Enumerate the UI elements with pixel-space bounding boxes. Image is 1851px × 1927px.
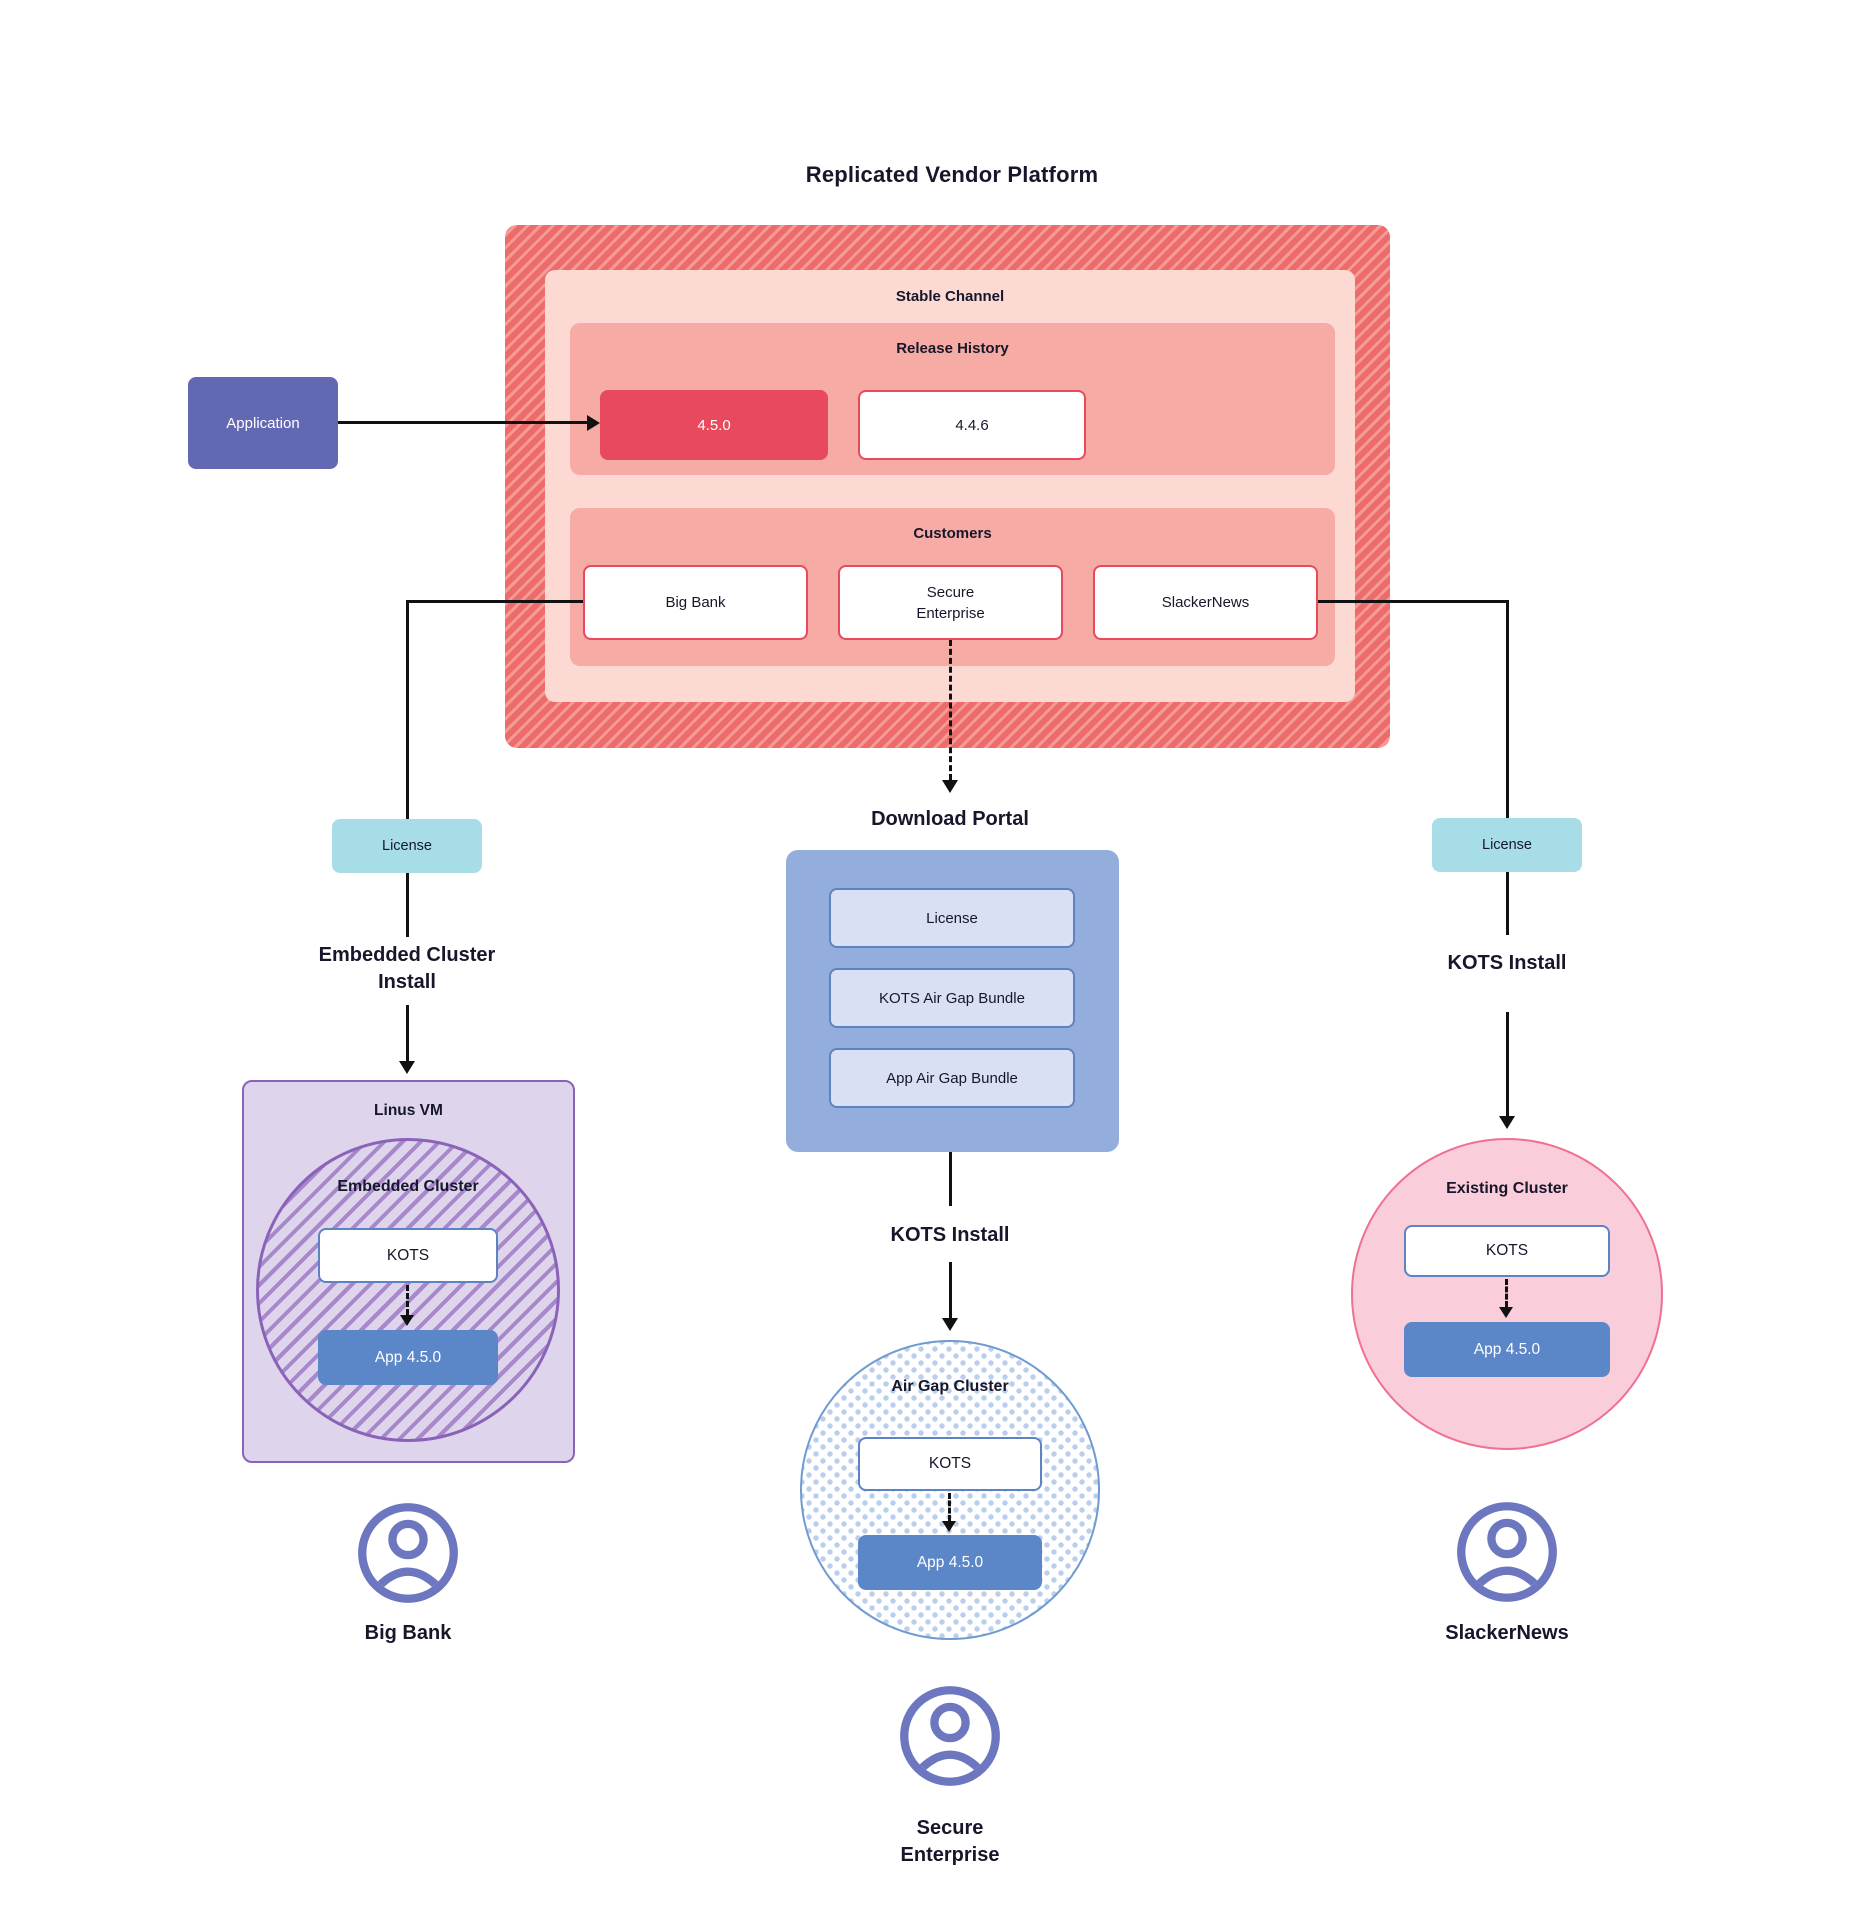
connector-license-install-left (406, 873, 409, 937)
connector-slackernews-right (1318, 600, 1508, 603)
application-box: Application (188, 377, 338, 469)
connector-kots-app-embedded (406, 1285, 409, 1315)
user-icon (356, 1501, 460, 1605)
release-version-current: 4.5.0 (600, 390, 828, 460)
customers-label: Customers (913, 525, 992, 542)
connector-secure-portal-dashed (949, 640, 952, 780)
airgap-cluster-label: Air Gap Cluster (891, 1378, 1009, 1395)
connector-portal-install (949, 1152, 952, 1206)
customer-secure-enterprise-label: Secure Enterprise (916, 583, 985, 622)
arrowhead-secure-portal (942, 780, 958, 793)
connector-license-install-right (1506, 872, 1509, 935)
kots-box-existing: KOTS (1404, 1225, 1610, 1277)
app-box-embedded: App 4.5.0 (318, 1330, 498, 1385)
user-label-big-bank: Big Bank (364, 1622, 452, 1644)
stable-channel-label: Stable Channel (895, 288, 1005, 305)
kots-install-center-label: KOTS Install (890, 1224, 1010, 1246)
airgap-cluster-circle (800, 1340, 1100, 1640)
connector-install-existing (1506, 1012, 1509, 1116)
kots-box-airgap: KOTS (858, 1437, 1042, 1491)
release-history-label: Release History (896, 340, 1009, 357)
connector-install-vm (406, 1005, 409, 1061)
customer-slackernews: SlackerNews (1093, 565, 1318, 640)
user-icon (898, 1684, 1002, 1788)
connector-kots-app-existing (1505, 1279, 1508, 1307)
download-portal-title: Download Portal (871, 808, 1029, 830)
arrowhead-install-existing (1499, 1116, 1515, 1129)
user-icon (1455, 1500, 1559, 1604)
connector-bigbank-left (407, 600, 583, 603)
app-box-existing: App 4.5.0 (1404, 1322, 1610, 1377)
portal-item-kots-airgap-bundle: KOTS Air Gap Bundle (829, 968, 1075, 1028)
connector-install-airgap (949, 1262, 952, 1318)
linus-vm-label: Linus VM (374, 1102, 443, 1119)
connector-bigbank-down (406, 600, 409, 819)
connector-slackernews-down (1506, 600, 1509, 818)
license-right-box: License (1432, 818, 1582, 872)
customer-slackernews-label: SlackerNews (1161, 594, 1250, 611)
customer-big-bank-label: Big Bank (665, 594, 726, 611)
customer-secure-enterprise: Secure Enterprise (838, 565, 1063, 640)
license-left-box: License (332, 819, 482, 873)
portal-item-license: License (829, 888, 1075, 948)
connector-kots-app-airgap (948, 1493, 951, 1521)
diagram-title: Replicated Vendor Platform (805, 162, 1099, 187)
user-label-slackernews: SlackerNews (1445, 1622, 1569, 1644)
embedded-cluster-label: Embedded Cluster (337, 1178, 479, 1195)
customer-big-bank: Big Bank (583, 565, 808, 640)
arrowhead-application-release (587, 415, 600, 431)
user-label-secure-enterprise: Secure Enterprise (900, 1817, 1000, 1866)
arrowhead-kots-app-embedded (400, 1315, 414, 1326)
embedded-cluster-install-label: Embedded Cluster Install (318, 944, 496, 993)
existing-cluster-label: Existing Cluster (1446, 1180, 1568, 1197)
kots-box-embedded: KOTS (318, 1228, 498, 1283)
arrowhead-install-airgap (942, 1318, 958, 1331)
arrowhead-install-vm (399, 1061, 415, 1074)
kots-install-right-label: KOTS Install (1447, 952, 1567, 974)
release-version-previous: 4.4.6 (858, 390, 1086, 460)
arrowhead-kots-app-existing (1499, 1307, 1513, 1318)
portal-item-app-airgap-bundle: App Air Gap Bundle (829, 1048, 1075, 1108)
connector-application-release (338, 421, 588, 424)
app-box-airgap: App 4.5.0 (858, 1535, 1042, 1590)
arrowhead-kots-app-airgap (942, 1521, 956, 1532)
